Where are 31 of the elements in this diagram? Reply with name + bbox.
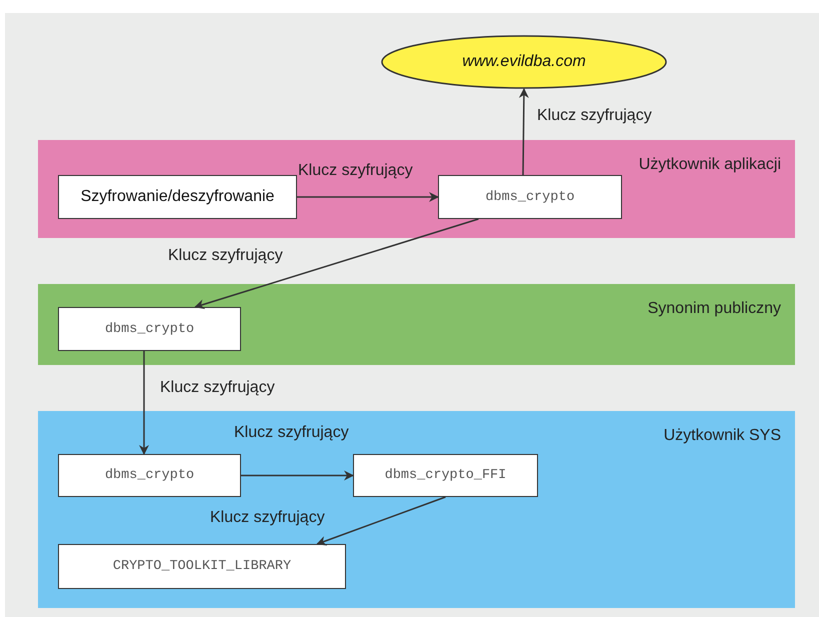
band-title: Użytkownik SYS (664, 427, 781, 445)
edge-label: Klucz szyfrujący (160, 379, 275, 397)
arrow (139, 351, 149, 455)
code-name: dbms_crypto_FFI (384, 468, 506, 483)
arrow (316, 496, 446, 546)
group-band (38, 411, 795, 608)
edge-label: Klucz szyfrujący (210, 509, 325, 527)
edge-label: Klucz szyfrujący (298, 162, 413, 180)
arrow (518, 88, 529, 175)
box-label: Szyfrowanie/deszyfrowanie (80, 188, 274, 206)
code-name: dbms_crypto (104, 322, 194, 336)
group-band (38, 284, 795, 365)
edge-label: Klucz szyfrujący (234, 424, 349, 442)
process-box (58, 175, 297, 219)
band-title: Synonim publiczny (648, 300, 781, 318)
band-title: Użytkownik aplikacji (638, 156, 781, 174)
process-box (438, 175, 622, 219)
code-name: dbms_crypto (104, 468, 194, 483)
edge-label: Klucz szyfrujący (168, 247, 283, 265)
process-box (58, 544, 346, 589)
process-box (58, 454, 241, 497)
group-band (38, 140, 795, 238)
url-text: www.evildba.com (462, 53, 586, 71)
process-box (58, 307, 241, 351)
code-name: dbms_crypto (485, 190, 575, 204)
arrow (194, 218, 479, 310)
process-box (353, 454, 538, 497)
edge-label: Klucz szyfrujący (537, 107, 652, 125)
arrow (297, 192, 439, 202)
code-name: CRYPTO_TOOLKIT_LIBRARY (112, 559, 292, 574)
arrow (241, 470, 354, 480)
